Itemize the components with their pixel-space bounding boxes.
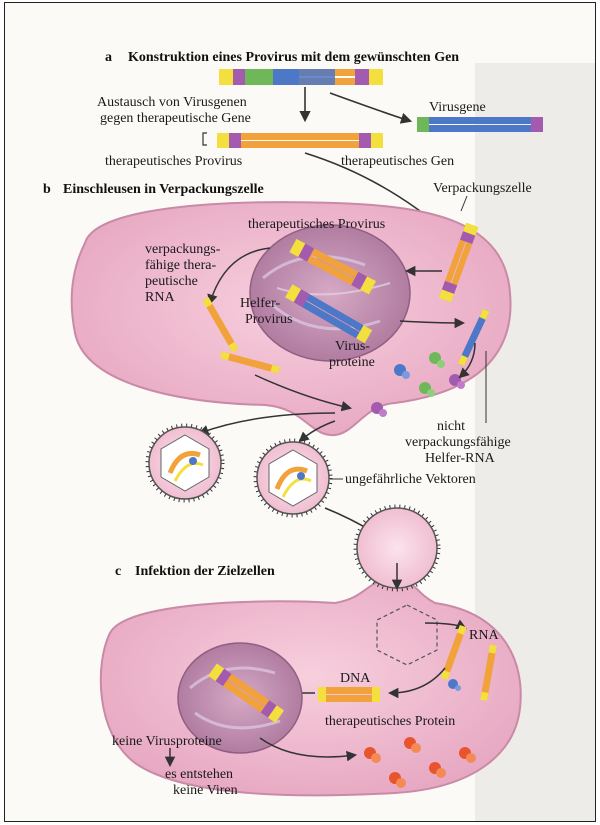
- rna-label-4: RNA: [145, 290, 175, 305]
- vector-particle-1: [147, 425, 223, 501]
- helper-rna-label-1: nicht: [437, 419, 465, 434]
- figure-frame: a Konstruktion eines Provirus mit dem ge…: [4, 2, 596, 822]
- rna-label-1: verpackungs-: [145, 242, 221, 257]
- helper-rna-label-2: verpackungsfähige: [405, 435, 511, 450]
- no-virusproteins-label: keine Virusproteine: [112, 734, 222, 749]
- rna-label-2: fähige thera-: [145, 258, 216, 273]
- therapeutic-provirus-label-a: therapeutisches Provirus: [105, 154, 242, 169]
- section-b-title: Einschleusen in Verpackungszelle: [63, 182, 264, 197]
- rna-label-3: peutische: [145, 274, 198, 289]
- virusproteins-label-2: proteine: [329, 355, 375, 370]
- therapeutic-protein-label: therapeutisches Protein: [325, 714, 455, 729]
- arrow-to-virusgenes: [330, 93, 410, 121]
- provirus-top: [219, 69, 383, 85]
- therapeutic-provirus-label-b: therapeutisches Provirus: [248, 217, 385, 232]
- no-viruses-label-2: keine Viren: [173, 783, 238, 798]
- therapeutic-gene-label: therapeutisches Gen: [341, 154, 454, 169]
- therapeutic-provirus-strand-a: [217, 133, 383, 148]
- helper-label-2: Provirus: [245, 312, 292, 327]
- section-c-title: Infektion der Zielzellen: [135, 564, 275, 579]
- section-b-letter: b: [43, 182, 51, 197]
- dna-label: DNA: [340, 671, 371, 686]
- helper-label-1: Helfer-: [240, 296, 280, 311]
- vector-particle-2: [255, 440, 331, 516]
- no-viruses-label-1: es entstehen: [165, 767, 233, 782]
- nucleus-b: [250, 225, 410, 361]
- rna-label-c: RNA: [469, 628, 499, 643]
- virusproteins-label-1: Virus-: [335, 339, 370, 354]
- vectors-label: ungefährliche Vektoren: [345, 472, 476, 487]
- packaging-cell-label: Verpackungszelle: [433, 181, 532, 196]
- section-a-title: Konstruktion eines Provirus mit dem gewü…: [128, 50, 459, 65]
- exchange-label-1: Austausch von Virusgenen: [97, 95, 247, 110]
- exchange-label-2: gegen therapeutische Gene: [100, 111, 251, 126]
- virusgene-label: Virusgene: [429, 100, 486, 115]
- helper-rna-label-3: Helfer-RNA: [425, 451, 496, 466]
- diagram: a Konstruktion eines Provirus mit dem ge…: [5, 3, 596, 822]
- section-a-letter: a: [105, 50, 112, 65]
- section-c-letter: c: [115, 564, 121, 579]
